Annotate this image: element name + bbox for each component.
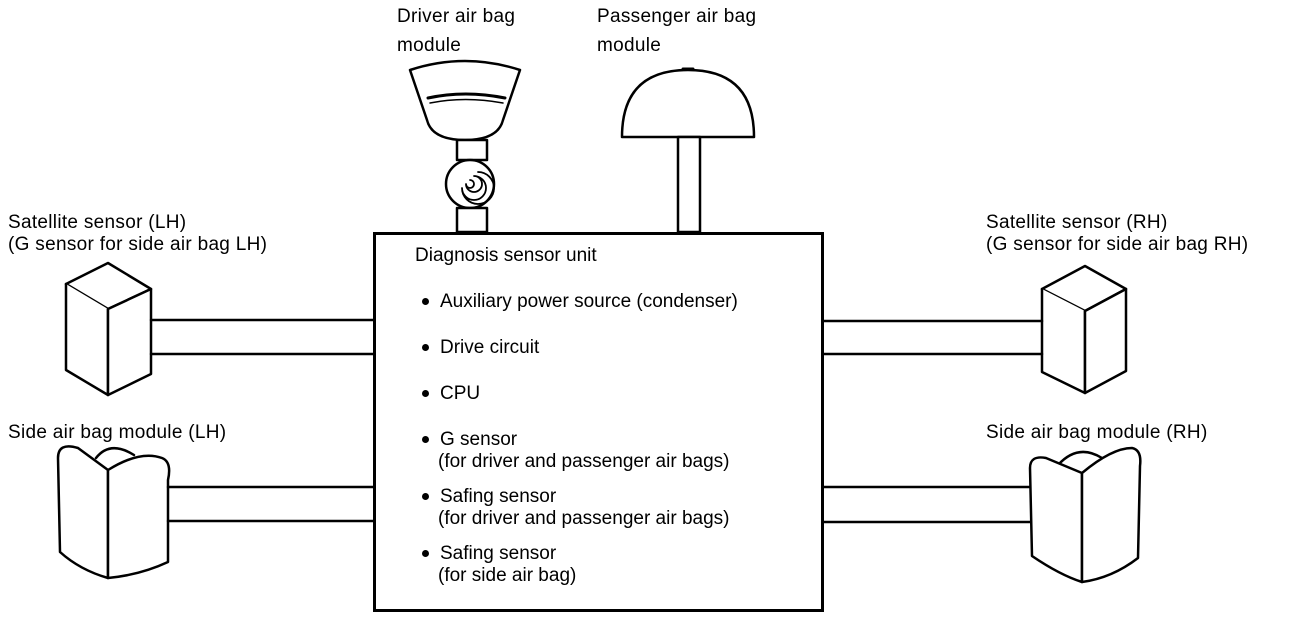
passenger-airbag-label-line2: module	[597, 35, 662, 56]
bullet-icon	[422, 493, 429, 500]
driver-airbag-label: Driver air bag module	[397, 6, 515, 57]
satellite-rh-label-line1: Satellite sensor (RH)	[986, 212, 1168, 233]
bullet-icon	[422, 436, 429, 443]
bullet-icon	[422, 298, 429, 305]
feature-label: G sensor	[440, 429, 518, 450]
diagnosis-sensor-unit: Diagnosis sensor unit Auxiliary power so…	[373, 232, 824, 612]
feature-item: Auxiliary power source (condenser)	[420, 291, 738, 313]
driver-airbag-label-line2: module	[397, 35, 462, 56]
feature-sublabel: (for driver and passenger air bags)	[438, 508, 730, 529]
side-airbag-rh-label: Side air bag module (RH)	[986, 422, 1208, 443]
driver-airbag-label-line1: Driver air bag	[397, 6, 516, 27]
passenger-airbag-module-shape	[620, 67, 756, 234]
feature-label: Safing sensor	[440, 543, 557, 564]
satellite-sensor-rh-label: Satellite sensor (RH) (G sensor for side…	[986, 212, 1248, 256]
passenger-airbag-label-line1: Passenger air bag	[597, 6, 757, 27]
side-airbag-module-lh-shape	[56, 445, 375, 580]
feature-sublabel: (for driver and passenger air bags)	[438, 451, 730, 472]
satellite-lh-label-line1: Satellite sensor (LH)	[8, 212, 187, 233]
feature-label: Safing sensor	[440, 486, 557, 507]
feature-item: CPU	[420, 383, 738, 405]
feature-label: CPU	[440, 383, 481, 404]
passenger-airbag-label: Passenger air bag module	[597, 6, 756, 57]
feature-item: G sensor(for driver and passenger air ba…	[420, 429, 738, 473]
bullet-icon	[422, 550, 429, 557]
satellite-sensor-rh-shape	[822, 264, 1128, 395]
satellite-sensor-lh-label: Satellite sensor (LH) (G sensor for side…	[8, 212, 267, 256]
satellite-rh-label-line2: (G sensor for side air bag RH)	[986, 234, 1249, 255]
feature-item: Drive circuit	[420, 337, 738, 359]
feature-sublabel: (for side air bag)	[438, 565, 577, 586]
feature-list: Auxiliary power source (condenser) Drive…	[420, 291, 738, 600]
side-airbag-module-rh-shape	[822, 446, 1142, 584]
satellite-sensor-lh-shape	[64, 261, 375, 397]
diagnosis-unit-title: Diagnosis sensor unit	[415, 245, 597, 266]
feature-label: Drive circuit	[440, 337, 540, 358]
satellite-lh-label-line2: (G sensor for side air bag LH)	[8, 234, 268, 255]
bullet-icon	[422, 390, 429, 397]
feature-item: Safing sensor(for driver and passenger a…	[420, 486, 738, 530]
driver-airbag-module-shape	[408, 59, 522, 234]
side-airbag-lh-label: Side air bag module (LH)	[8, 422, 227, 443]
bullet-icon	[422, 344, 429, 351]
feature-label: Auxiliary power source (condenser)	[440, 291, 738, 312]
feature-item: Safing sensor(for side air bag)	[420, 543, 738, 587]
